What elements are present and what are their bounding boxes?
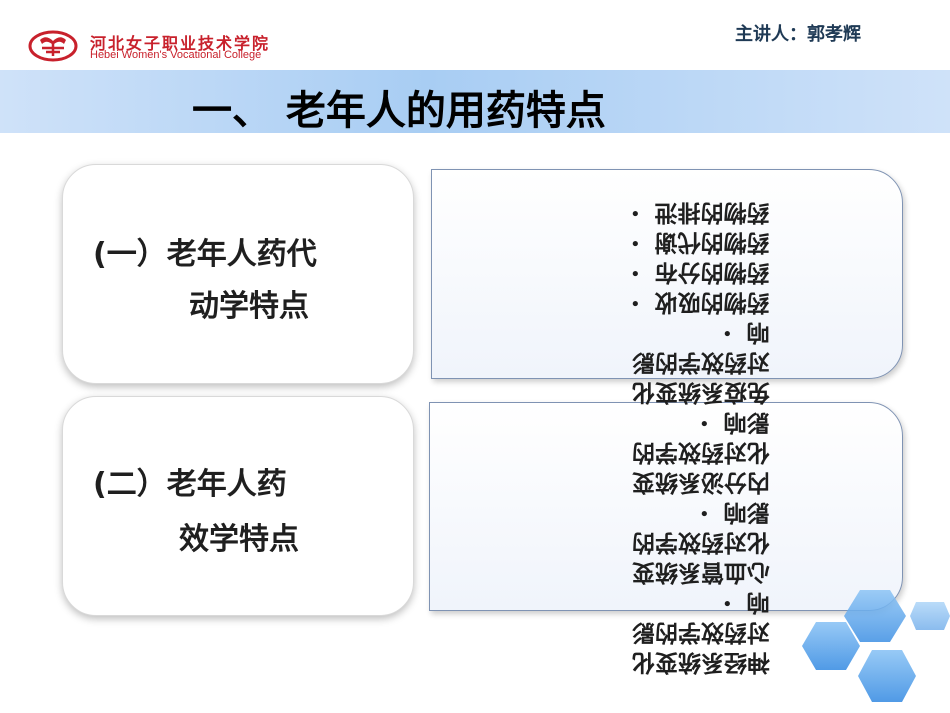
list-item: 对药效学的影 xyxy=(618,618,770,646)
list-item: 内分泌系统变 xyxy=(618,468,770,496)
list-item: 药物的排泄 • xyxy=(630,198,770,226)
bullet-dot-icon: • xyxy=(630,232,641,253)
bullet-text: 心血管系统变 xyxy=(632,559,770,585)
list-item: 免疫系统变化 xyxy=(618,378,770,406)
slide-title: 一、 老年人的用药特点 xyxy=(192,88,606,134)
list-item: 药物的代谢 • xyxy=(630,228,770,256)
topic-card-line2: 效学特点 xyxy=(179,522,299,557)
bullet-text: 化对药效学的 xyxy=(632,439,770,465)
topic-card-line1: (二）老年人药 xyxy=(93,467,287,502)
bullet-text: 药物的吸收 xyxy=(655,289,770,315)
list-item: 药物的吸收 • xyxy=(630,288,770,316)
bullet-text: 对药效学的影 xyxy=(632,619,770,645)
bullet-text: 药物的代谢 xyxy=(655,229,770,255)
list-item: 化对药效学的 xyxy=(618,528,770,556)
list-item: 心血管系统变 xyxy=(618,558,770,586)
bullet-text: 影响 xyxy=(724,409,770,435)
bullet-dot-icon: • xyxy=(699,412,710,433)
bullet-text: 药物的分布 xyxy=(655,259,770,285)
bullet-text: 影响 xyxy=(724,499,770,525)
bullet-text: 响 xyxy=(747,319,770,345)
college-logo: 河北女子职业技术学院 Hebei Women's Vocational Coll… xyxy=(28,28,368,66)
bullet-text: 免疫系统变化 xyxy=(632,379,770,405)
list-item: 化对药效学的 xyxy=(618,438,770,466)
content-panel-1 xyxy=(431,169,903,379)
topic-card-pharmacokinetics[interactable]: (一）老年人药代 动学特点 xyxy=(62,164,414,384)
college-logo-icon xyxy=(28,30,78,62)
list-item: 响• xyxy=(722,318,770,346)
college-name-en: Hebei Women's Vocational College xyxy=(90,49,262,61)
hexagon-decoration-icon xyxy=(802,590,950,702)
content-panel-2 xyxy=(429,402,903,611)
bullet-text: 药物的排泄 xyxy=(655,199,770,225)
bullet-dot-icon: • xyxy=(630,262,641,283)
bullet-text: 内分泌系统变 xyxy=(632,469,770,495)
topic-card-line1: (一）老年人药代 xyxy=(93,237,317,272)
list-item: 药物的分布 • xyxy=(630,258,770,286)
bullet-text: 响 xyxy=(747,589,770,615)
bullet-list: 神经系统变化对药效学的影响•心血管系统变化对药效学的影响•内分泌系统变化对药效学… xyxy=(585,196,770,676)
bullet-dot-icon: • xyxy=(630,292,641,313)
topic-card-line2: 动学特点 xyxy=(189,289,309,324)
bullet-text: 化对药效学的 xyxy=(632,529,770,555)
title-bar xyxy=(0,70,950,133)
list-item: 响• xyxy=(722,588,770,616)
bullet-text: 对药效学的影 xyxy=(632,349,770,375)
list-item: 神经系统变化 xyxy=(618,648,770,676)
topic-card-pharmacodynamics[interactable]: (二）老年人药 效学特点 xyxy=(62,396,414,616)
college-name-cn: 河北女子职业技术学院 xyxy=(90,34,271,53)
presenter-label: 主讲人：郭孝辉 xyxy=(735,24,861,45)
bullet-dot-icon: • xyxy=(722,592,733,613)
list-item: 影响 • xyxy=(699,498,770,526)
bullet-text: 神经系统变化 xyxy=(632,649,770,675)
bullet-dot-icon: • xyxy=(699,502,710,523)
bullet-dot-icon: • xyxy=(722,322,733,343)
bullet-dot-icon: • xyxy=(630,202,641,223)
list-item: 对药效学的影 xyxy=(618,348,770,376)
list-item: 影响 • xyxy=(699,408,770,436)
